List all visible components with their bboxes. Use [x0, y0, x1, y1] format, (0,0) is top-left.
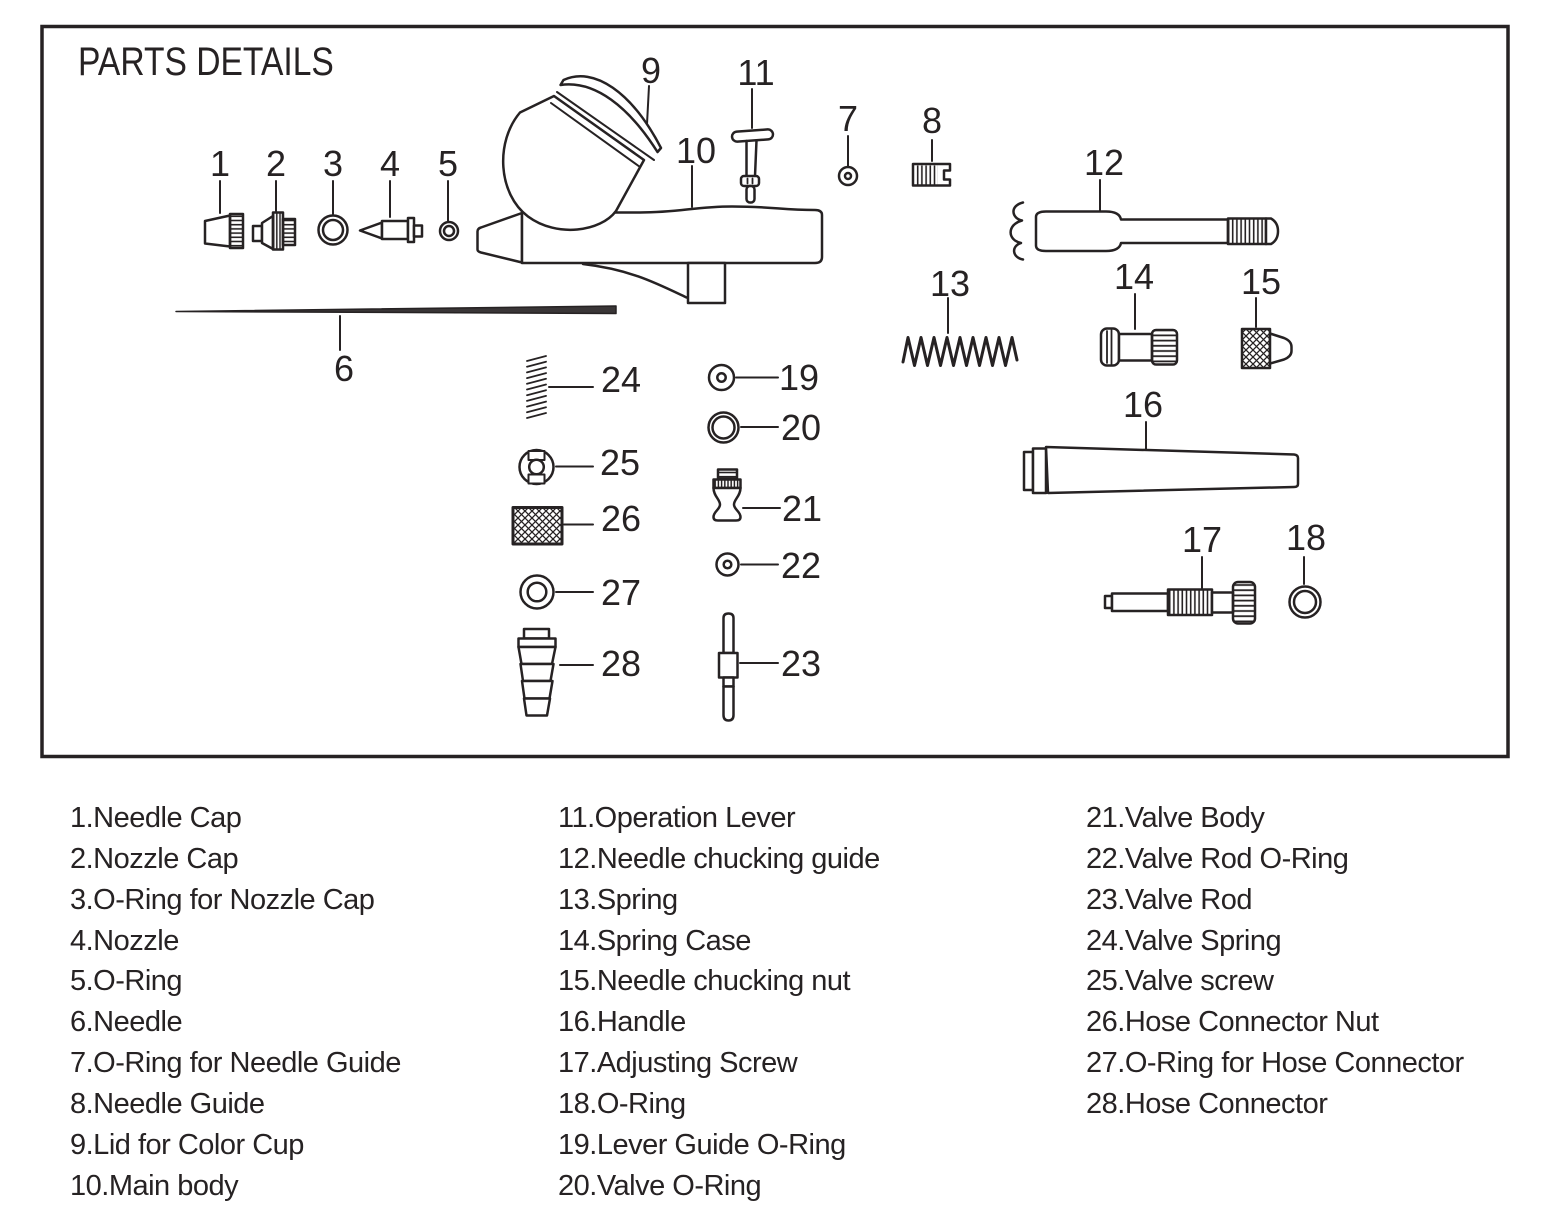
part-6-label: 6: [334, 348, 354, 389]
part-3-label: 3: [323, 143, 343, 184]
legend-column-1: 1.Needle Cap 2.Nozzle Cap 3.O-Ring for N…: [70, 798, 401, 1206]
part-11-label: 11: [737, 52, 774, 93]
legend-item: 8.Needle Guide: [70, 1087, 265, 1120]
legend-item: 6.Needle: [70, 1006, 183, 1039]
part-18-label: 18: [1286, 517, 1326, 558]
part-21-label: 21: [782, 488, 822, 529]
part-7-label: 7: [838, 98, 858, 139]
part-23-valve-rod: [717, 612, 779, 722]
part-9-lid-color-cup: [502, 75, 663, 232]
part-5-label: 5: [438, 143, 458, 184]
legend-item: 3.O-Ring for Nozzle Cap: [70, 883, 375, 916]
legend-item: 4.Nozzle: [70, 924, 179, 957]
legend-item: 21.Valve Body: [1086, 802, 1265, 834]
part-7-o-ring-needle-guide: [837, 135, 859, 187]
legend-item: 25.Valve screw: [1086, 965, 1274, 998]
part-17-adjusting-screw: [1103, 556, 1257, 625]
legend-item: 24.Valve Spring: [1086, 924, 1282, 957]
legend-column-2: 11.Operation Lever 12.Needle chucking gu…: [558, 798, 880, 1206]
parts-diagram: 1 2 3 4 5 6 7 8 9 10 11 12 13 14 15 16 1…: [40, 24, 1510, 759]
part-23-label: 23: [781, 643, 821, 684]
legend-item: 20.Valve O-Ring: [558, 1169, 762, 1202]
part-5-o-ring: [438, 180, 460, 242]
part-28-hose-connector: [517, 627, 594, 717]
part-12-label: 12: [1084, 142, 1124, 183]
part-20-valve-o-ring: [707, 411, 779, 444]
legend-item: 9.Lid for Color Cup: [70, 1128, 304, 1161]
legend-item: 5.O-Ring: [70, 965, 183, 998]
part-1-needle-cap: [203, 180, 245, 250]
part-25-valve-screw: [518, 448, 594, 486]
part-15-needle-chucking-nut: [1240, 297, 1293, 370]
legend-item: 10.Main body: [70, 1169, 239, 1202]
legend-item: 28.Hose Connector: [1086, 1087, 1328, 1120]
part-24-label: 24: [601, 359, 641, 400]
part-27-o-ring-hose-connector: [519, 574, 594, 610]
part-9-label: 9: [641, 50, 661, 91]
legend-item: 12.Needle chucking guide: [558, 842, 880, 875]
part-11-operation-lever: [730, 88, 775, 204]
part-27-label: 27: [601, 572, 641, 613]
part-1-label: 1: [210, 143, 230, 184]
page-title: PARTS DETAILS: [78, 40, 334, 84]
legend-item: 15.Needle chucking nut: [558, 965, 851, 998]
part-22-valve-rod-o-ring: [715, 552, 779, 577]
part-25-label: 25: [600, 442, 640, 483]
part-15-label: 15: [1241, 261, 1281, 302]
part-10-label: 10: [676, 130, 716, 171]
part-number-labels: 1 2 3 4 5 6 7 8 9 10 11 12 13 14 15 16 1…: [210, 50, 1326, 684]
legend-item: 17.Adjusting Screw: [558, 1047, 798, 1080]
part-17-label: 17: [1182, 519, 1222, 560]
part-28-label: 28: [601, 643, 641, 684]
part-13-label: 13: [930, 263, 970, 304]
part-20-label: 20: [781, 407, 821, 448]
part-19-label: 19: [779, 357, 819, 398]
part-26-label: 26: [601, 498, 641, 539]
part-19-lever-guide-o-ring: [707, 363, 779, 392]
part-21-valve-body: [712, 468, 781, 522]
part-14-label: 14: [1114, 256, 1154, 297]
legend-item: 18.O-Ring: [558, 1087, 686, 1120]
part-16-label: 16: [1123, 384, 1163, 425]
part-26-hose-connector-nut: [511, 506, 594, 546]
part-4-nozzle: [358, 180, 424, 244]
legend-item: 23.Valve Rod: [1086, 883, 1252, 916]
legend-item: 16.Handle: [558, 1006, 686, 1039]
legend-item: 19.Lever Guide O-Ring: [558, 1128, 846, 1161]
part-6-needle: [175, 305, 617, 351]
part-16-handle: [1022, 421, 1300, 495]
part-8-label: 8: [922, 100, 942, 141]
diagram-border: [40, 24, 1510, 759]
legend-item: 7.O-Ring for Needle Guide: [70, 1047, 401, 1080]
part-22-label: 22: [781, 545, 821, 586]
legend-item: 13.Spring: [558, 883, 678, 916]
part-4-label: 4: [380, 143, 400, 184]
part-13-spring: [901, 297, 1019, 367]
legend-item: 14.Spring Case: [558, 924, 751, 957]
part-12-needle-chucking-guide: [1009, 179, 1280, 261]
legend-item: 26.Hose Connector Nut: [1086, 1006, 1379, 1039]
legend-item: 2.Nozzle Cap: [70, 842, 239, 875]
legend-item: 22.Valve Rod O-Ring: [1086, 842, 1349, 875]
part-2-label: 2: [266, 143, 286, 184]
legend-item: 27.O-Ring for Hose Connector: [1086, 1047, 1464, 1080]
part-8-needle-guide: [911, 139, 952, 187]
part-3-o-ring-nozzle-cap: [317, 180, 349, 246]
part-18-o-ring: [1288, 556, 1322, 619]
part-14-spring-case: [1099, 293, 1179, 367]
legend-item: 1.Needle Cap: [70, 802, 242, 834]
legend-column-3: 21.Valve Body 22.Valve Rod O-Ring 23.Val…: [1086, 798, 1464, 1125]
part-24-valve-spring: [526, 355, 594, 419]
part-2-nozzle-cap: [251, 180, 297, 251]
legend-item: 11.Operation Lever: [558, 802, 796, 834]
